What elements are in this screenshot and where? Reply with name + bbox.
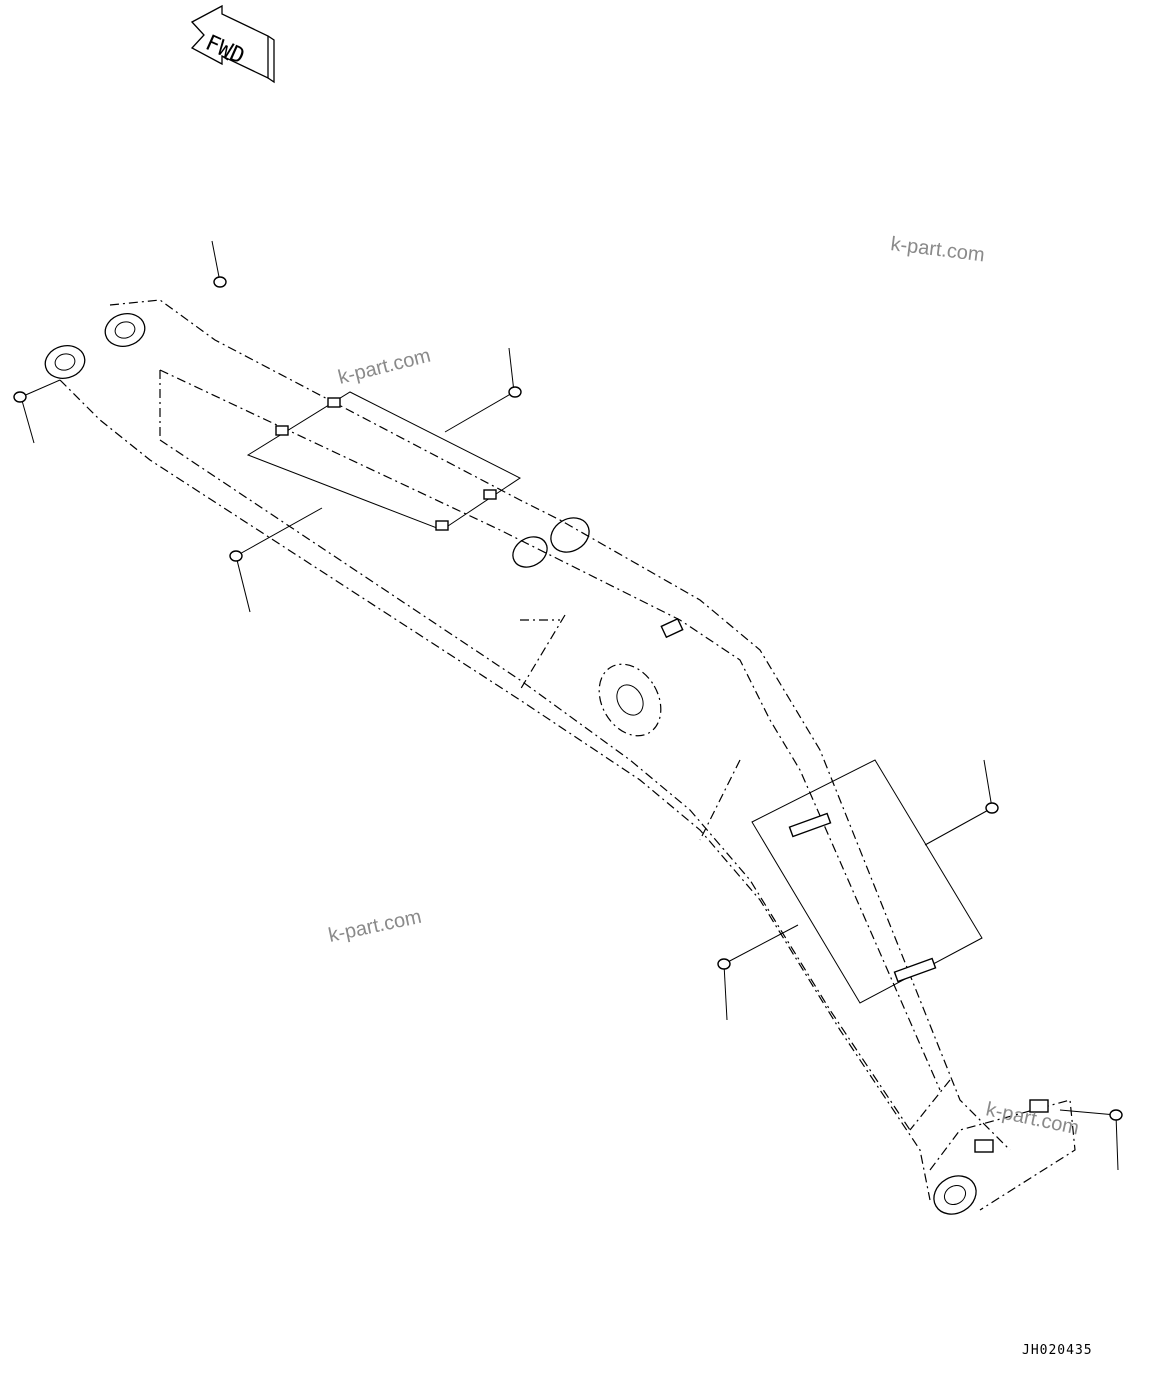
watermark-1: k-part.com	[336, 345, 433, 389]
fwd-label: FWD	[202, 31, 248, 70]
hose-clamp-group-lower	[660, 617, 1049, 1153]
boom-outline	[44, 299, 1076, 1215]
drawing-code: JH020435	[1022, 1343, 1093, 1358]
watermark-2: k-part.com	[889, 233, 985, 266]
clip-icon	[13, 240, 1123, 1171]
hose-clamp-group-upper	[246, 391, 521, 531]
fwd-arrow-icon: FWD	[190, 4, 275, 84]
watermark-3: k-part.com	[326, 906, 423, 947]
